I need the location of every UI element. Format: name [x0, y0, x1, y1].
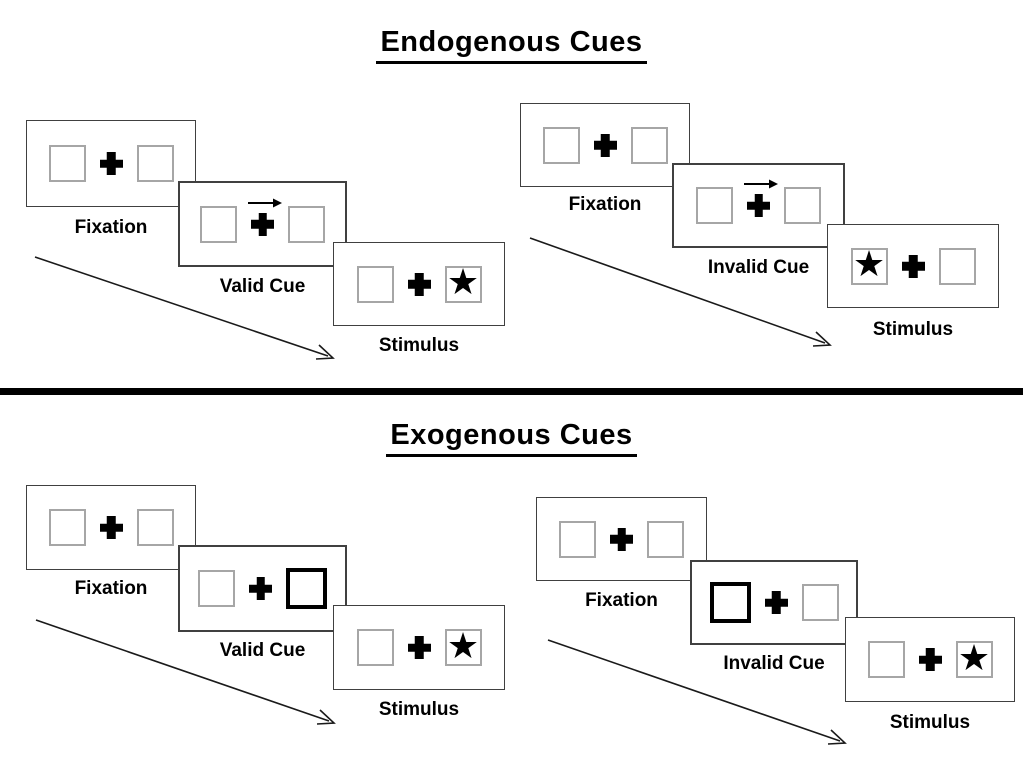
highlighted-cue-square-right — [286, 568, 327, 609]
exogenous-section-title: Exogenous Cues — [0, 419, 1023, 457]
placeholder-square-right — [136, 509, 174, 546]
timeline-arrow — [35, 619, 336, 725]
exogenous-title-text: Exogenous Cues — [386, 419, 637, 457]
fixation-label: Fixation — [74, 578, 148, 599]
placeholder-square-left — [356, 265, 394, 303]
fixation-cross-icon — [765, 591, 788, 614]
placeholder-square-left — [542, 126, 580, 164]
cue-card — [178, 545, 347, 632]
placeholder-square-left — [356, 629, 394, 666]
fixation-label: Fixation — [568, 194, 642, 215]
placeholder-square-right — [784, 187, 821, 224]
cue-label: Invalid Cue — [707, 257, 810, 278]
fixation-cross-icon — [248, 198, 282, 236]
fixation-card — [536, 497, 707, 581]
placeholder-square-right — [630, 126, 668, 164]
fixation-cross-icon — [100, 152, 123, 175]
fixation-cross-icon — [902, 255, 925, 278]
stimulus-label: Stimulus — [872, 319, 954, 340]
highlighted-cue-square-left — [709, 582, 751, 623]
fixation-cross-icon — [408, 273, 431, 296]
placeholder-square-left — [48, 509, 86, 546]
fixation-cross-icon — [408, 636, 431, 659]
target-star-icon: ★ — [446, 261, 480, 302]
fixation-cross-icon — [249, 577, 272, 600]
target-star-icon: ★ — [957, 636, 991, 678]
target-square-right: ★ — [444, 624, 482, 666]
cue-card — [178, 181, 347, 267]
endogenous-title-text: Endogenous Cues — [376, 26, 647, 64]
placeholder-square-right — [938, 247, 976, 285]
fixation-card — [26, 485, 196, 570]
endogenous-section-title: Endogenous Cues — [0, 26, 1023, 64]
stimulus-label: Stimulus — [378, 699, 460, 720]
placeholder-square-left — [200, 205, 237, 243]
stimulus-card: ★ — [827, 224, 999, 308]
right-arrow-cue-icon — [248, 198, 282, 207]
cue-card — [672, 163, 845, 248]
right-arrow-cue-icon — [744, 179, 778, 189]
placeholder-square-left — [867, 641, 905, 678]
stimulus-label: Stimulus — [378, 335, 460, 356]
placeholder-square-right — [136, 145, 174, 182]
fixation-cross-icon — [100, 516, 123, 539]
fixation-label: Fixation — [585, 590, 658, 611]
target-square-right: ★ — [955, 636, 993, 678]
placeholder-square-right — [647, 520, 684, 558]
timeline-arrow — [529, 237, 832, 347]
placeholder-square-right — [801, 584, 839, 621]
stimulus-label: Stimulus — [889, 712, 971, 733]
fixation-cross-icon — [610, 528, 633, 551]
placeholder-square-left — [696, 187, 733, 224]
fixation-label: Fixation — [74, 217, 148, 238]
cue-label: Valid Cue — [219, 640, 306, 661]
cue-card — [690, 560, 858, 645]
cue-label: Valid Cue — [219, 276, 306, 297]
section-divider — [0, 388, 1023, 395]
cue-label: Invalid Cue — [723, 653, 825, 674]
fixation-cross-icon — [919, 648, 942, 671]
fixation-card — [520, 103, 690, 187]
placeholder-square-right — [288, 205, 325, 243]
placeholder-square-left — [48, 145, 86, 182]
fixation-card — [26, 120, 196, 207]
target-star-icon: ★ — [852, 243, 886, 284]
timeline-arrow — [547, 639, 847, 745]
target-square-right: ★ — [444, 261, 482, 303]
fixation-cross-icon — [744, 179, 778, 217]
placeholder-square-left — [559, 520, 596, 558]
fixation-cross-icon — [594, 134, 617, 157]
timeline-arrow — [34, 256, 335, 360]
stimulus-card: ★ — [333, 242, 505, 326]
placeholder-square-left — [198, 570, 235, 607]
stimulus-card: ★ — [333, 605, 505, 690]
stimulus-card: ★ — [845, 617, 1015, 702]
target-square-left: ★ — [850, 243, 888, 285]
target-star-icon: ★ — [446, 624, 480, 666]
